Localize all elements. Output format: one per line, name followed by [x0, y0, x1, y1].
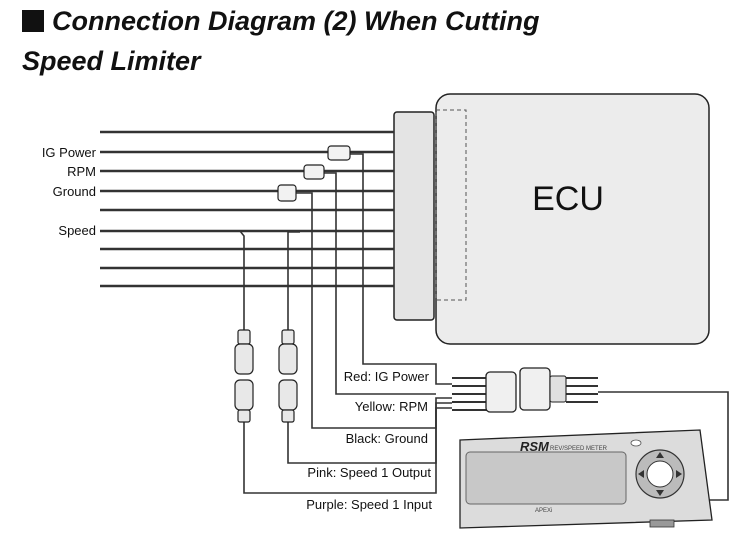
wire-red-ig-power — [350, 153, 452, 385]
title-text-1: Connection Diagram (2) When Cutting — [52, 6, 540, 36]
diagram-title-line-1: Connection Diagram (2) When Cutting — [22, 8, 539, 35]
label-purple-speed-input: Purple: Speed 1 Input — [306, 497, 432, 512]
tap-connectors — [277, 145, 351, 202]
wire-black-ground — [292, 192, 452, 429]
label-yellow-rpm: Yellow: RPM — [355, 399, 428, 414]
wire-pink-speed-output — [287, 231, 300, 338]
label-rpm: RPM — [67, 164, 96, 179]
device-maker: APEXi — [535, 508, 552, 514]
device-dial-button — [646, 460, 674, 488]
diagram-title-line-2: Speed Limiter — [22, 46, 201, 76]
speed-bullet-connectors — [234, 329, 298, 423]
wire-yellow-rpm — [320, 172, 436, 395]
rsm-device: RSM REV/SPEED METER APEXi — [459, 429, 713, 529]
label-ground: Ground — [53, 184, 96, 199]
harness-connector-female — [485, 371, 517, 413]
device-subtitle: REV/SPEED METER — [550, 446, 608, 452]
label-speed: Speed — [58, 223, 96, 238]
device-harness — [452, 367, 598, 413]
title-bullet-square — [22, 10, 44, 32]
tap-connector-ground — [277, 184, 297, 202]
wire-device-return — [598, 391, 729, 501]
harness-connector-male — [519, 367, 551, 411]
ecu-unit: ECU — [393, 93, 710, 345]
label-pink-speed-output: Pink: Speed 1 Output — [307, 465, 431, 480]
label-black-ground: Black: Ground — [346, 431, 428, 446]
wire-purple-speed-input-lower — [243, 407, 452, 494]
wire-purple-speed-input — [100, 230, 245, 338]
label-red-ig-power: Red: IG Power — [344, 369, 430, 384]
ecu-label: ECU — [532, 180, 604, 218]
label-ig-power: IG Power — [42, 145, 97, 160]
tap-connector-ig-power — [327, 145, 351, 161]
tap-connector-rpm — [303, 164, 325, 180]
device-brand: RSM — [520, 439, 550, 454]
